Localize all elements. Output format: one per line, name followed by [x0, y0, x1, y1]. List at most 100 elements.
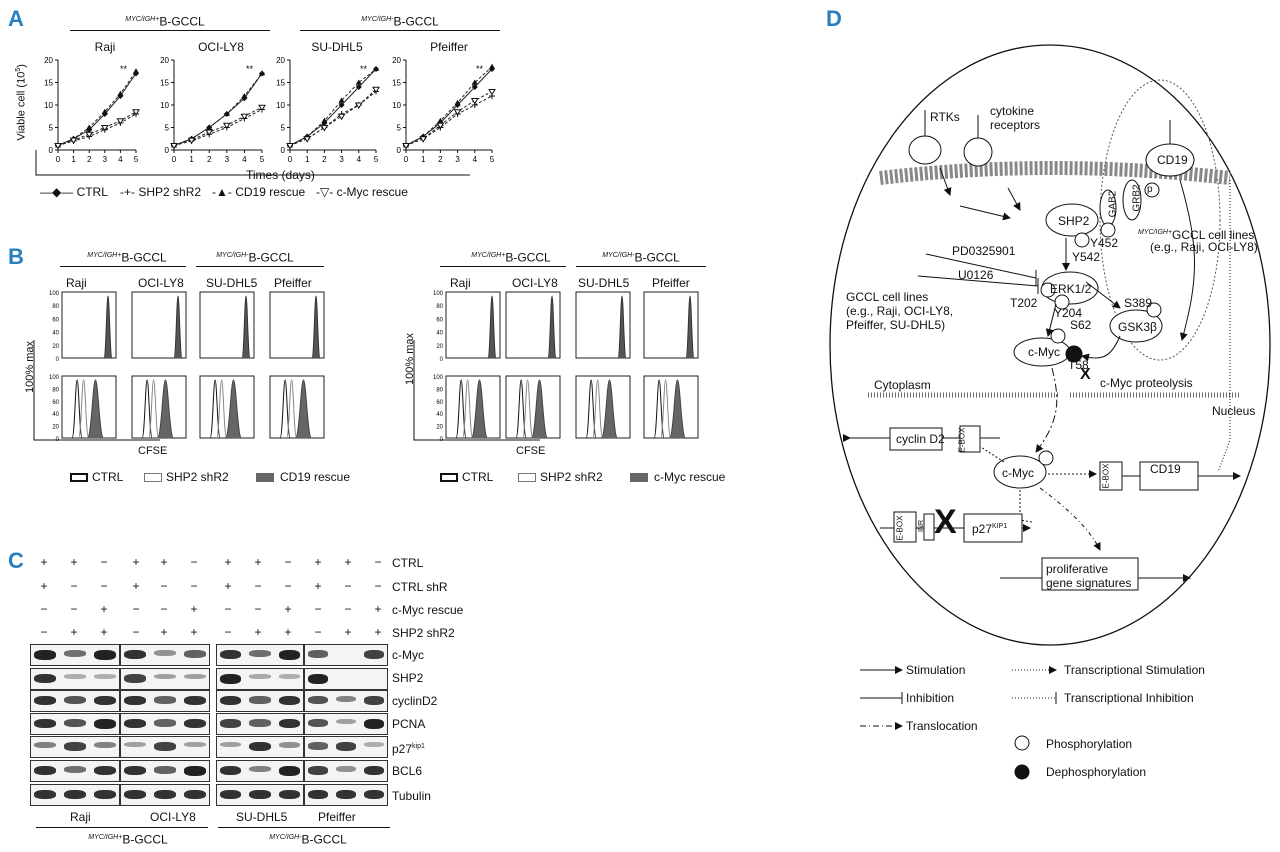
d-gccl2: (e.g., Raji, OCI-LY8,	[846, 304, 954, 318]
c-row-ctrlshr: CTRL shR	[392, 580, 448, 594]
sign-cell: +	[374, 602, 382, 616]
series-line-cd19-rescue	[289, 68, 377, 146]
series-line-c-myc-rescue	[173, 106, 263, 146]
sign-cell: −	[374, 555, 382, 569]
blot-band	[154, 650, 176, 656]
sign-cell: −	[224, 602, 232, 616]
data-point	[373, 66, 379, 71]
cd19-gene	[1139, 461, 1199, 491]
histogram-peak	[86, 379, 104, 439]
b-title-pfeiffer-r: Pfeiffer	[652, 276, 690, 290]
b-title-oci-l: OCI-LY8	[138, 276, 184, 290]
y-tick-label: 5	[165, 124, 170, 133]
p-erk-y204	[1054, 294, 1070, 310]
blot-lane	[304, 668, 388, 690]
grb2-node	[1122, 179, 1142, 221]
blot-band	[249, 696, 271, 704]
histogram-peak	[224, 379, 242, 439]
data-point	[488, 89, 496, 96]
blot-band	[364, 766, 384, 776]
panel-label-d: D	[826, 6, 842, 31]
d-cytokine1: cytokine	[990, 104, 1035, 118]
data-point	[471, 79, 478, 85]
c-bline2	[218, 827, 390, 828]
x-tick-label: 5	[134, 155, 139, 164]
series-line-c-myc-rescue	[289, 88, 377, 146]
b-legend-right: CTRL SHP2 shR2 c-Myc rescue	[440, 470, 740, 486]
sign-cell: −	[314, 602, 322, 616]
c-row-ctrl: CTRL	[392, 556, 424, 570]
blot-lane	[30, 668, 120, 690]
histogram-frame-bottom	[445, 375, 501, 439]
b-title-sudhl5-l: SU-DHL5	[206, 276, 258, 290]
x-tick-label: 2	[322, 155, 327, 164]
sign-cell: +	[314, 555, 322, 569]
data-point	[240, 113, 249, 121]
histogram-tick-label: 60	[52, 400, 59, 406]
y-tick-label: 10	[276, 101, 285, 110]
blot-band	[64, 790, 86, 800]
b-xlabel-right: CFSE	[516, 445, 546, 457]
blot-band	[34, 790, 56, 800]
blot-band	[220, 766, 242, 776]
y-tick-label: 15	[392, 79, 401, 88]
blot-band	[64, 696, 86, 705]
blot-band	[278, 790, 300, 800]
data-point	[133, 68, 139, 74]
y-tick-label: 5	[397, 124, 402, 133]
blot-band	[278, 674, 300, 679]
legend-cmyc-a: -▽- c-Myc rescue	[316, 185, 408, 199]
y-tick-label: 10	[160, 101, 169, 110]
blot-band	[64, 766, 86, 773]
a-title-oci: OCI-LY8	[198, 40, 244, 54]
blot-band	[220, 790, 242, 800]
sign-cell: −	[70, 602, 78, 616]
d-y452: Y452	[1090, 236, 1119, 250]
p-cmyc-s62	[1050, 328, 1066, 344]
d-x-p27: X	[934, 503, 957, 541]
group-header-pos: MYC/IGH+B-GCCL	[125, 14, 205, 29]
data-point	[489, 63, 495, 69]
histogram-frame-bottom	[131, 375, 187, 439]
data-point	[187, 137, 196, 145]
swatch-ctrl	[70, 473, 88, 482]
histogram-peak	[148, 379, 160, 439]
d-cmyc-nuc: c-Myc	[1002, 466, 1034, 480]
x-tick-label: 2	[87, 155, 92, 164]
blot-band	[364, 696, 384, 705]
series-line-c-myc-rescue	[405, 91, 493, 146]
data-point	[170, 143, 178, 150]
sign-cell: −	[314, 625, 322, 639]
blot-band	[94, 766, 116, 776]
c-prot-cmyc: c-Myc	[392, 648, 424, 662]
cmyc-nuclear-node	[993, 455, 1047, 489]
d-u0126: U0126	[958, 268, 994, 282]
blot-band	[364, 742, 384, 747]
histogram-peak	[294, 379, 312, 439]
sign-cell: +	[100, 625, 108, 639]
b-leg-r-shp2: SHP2 shR2	[540, 470, 603, 484]
x-tick-label: 3	[103, 155, 108, 164]
significance-label: **	[476, 64, 484, 74]
sign-cell: −	[224, 625, 232, 639]
sign-cell: +	[314, 579, 322, 593]
cfse-axis-left	[33, 340, 160, 441]
sign-cell: −	[132, 625, 140, 639]
c-bline1	[36, 827, 208, 828]
data-point	[206, 124, 213, 130]
blot-band	[154, 674, 176, 680]
x-tick-label: 5	[490, 155, 495, 164]
sign-cell: −	[284, 579, 292, 593]
x-tick-label: 3	[225, 155, 230, 164]
d-ebox-1: E-BOX	[957, 427, 967, 453]
significance-label: **	[246, 64, 254, 74]
histogram-tick-label: 80	[436, 387, 443, 393]
sign-cell: +	[284, 602, 292, 616]
c-prot-p27: p27kip1	[392, 742, 425, 756]
d-cyclin-d2: cyclin D2	[896, 432, 945, 446]
blot-band	[94, 696, 116, 706]
blot-band	[184, 766, 206, 776]
data-point	[259, 70, 265, 76]
data-point	[116, 118, 125, 125]
data-point	[222, 122, 231, 130]
